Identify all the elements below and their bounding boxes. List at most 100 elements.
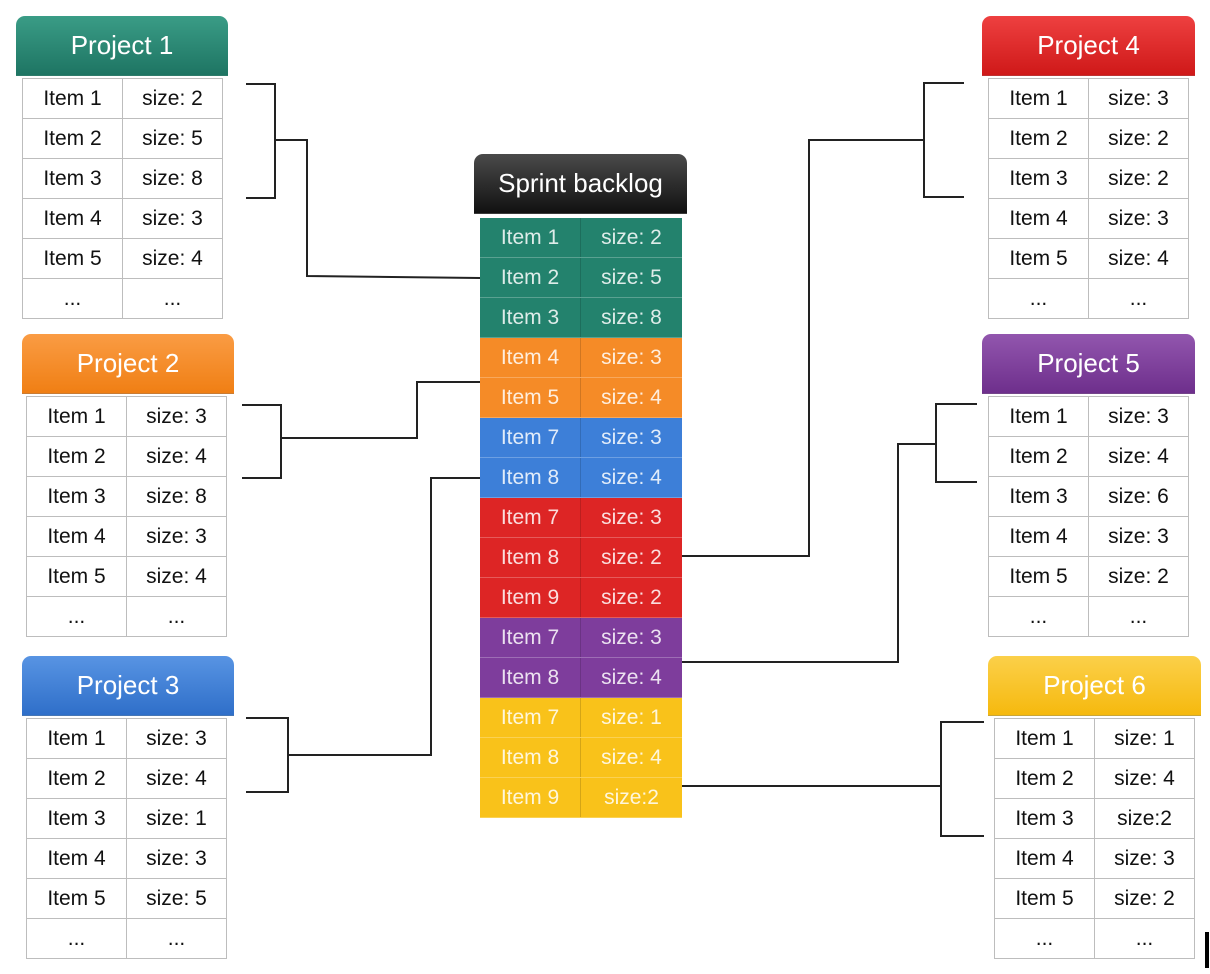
item-name-cell: Item 5 bbox=[994, 878, 1095, 919]
project-2-header: Project 2 bbox=[22, 334, 234, 394]
item-size-cell: size: 3 bbox=[1094, 838, 1195, 879]
item-size-cell: size: 4 bbox=[1088, 436, 1189, 477]
backlog-item-size: size: 5 bbox=[601, 265, 662, 289]
project-6-title: Project 6 bbox=[1043, 670, 1146, 700]
backlog-item-size: size: 4 bbox=[601, 745, 662, 769]
backlog-item-size: size: 8 bbox=[601, 305, 662, 329]
project-6-header: Project 6 bbox=[988, 656, 1201, 716]
item-name-cell: Item 4 bbox=[26, 516, 127, 557]
item-size-cell: size: 3 bbox=[126, 516, 227, 557]
backlog-item-name: Item 8 bbox=[480, 458, 581, 497]
item-name-cell: Item 1 bbox=[994, 718, 1095, 759]
item-name-cell: Item 4 bbox=[988, 198, 1089, 239]
item-size-cell: size: 4 bbox=[126, 758, 227, 799]
backlog-item-size: size: 3 bbox=[601, 625, 662, 649]
item-size-cell: ... bbox=[126, 918, 227, 959]
backlog-item-size: size: 3 bbox=[601, 425, 662, 449]
backlog-row: Item 7 size: 1 bbox=[480, 698, 682, 738]
item-name-cell: Item 3 bbox=[22, 158, 123, 199]
sprint-backlog-title: Sprint backlog bbox=[498, 168, 663, 198]
connector-project-5 bbox=[935, 403, 977, 483]
item-size-cell: size: 3 bbox=[1088, 78, 1189, 119]
item-name-cell: Item 3 bbox=[26, 476, 127, 517]
item-name-cell: ... bbox=[26, 596, 127, 637]
backlog-item-size: size: 1 bbox=[601, 705, 662, 729]
item-name-cell: Item 2 bbox=[994, 758, 1095, 799]
connector-project-3 bbox=[246, 717, 289, 793]
item-size-cell: size: 1 bbox=[126, 798, 227, 839]
item-size-cell: ... bbox=[126, 596, 227, 637]
backlog-item-size: size: 2 bbox=[601, 225, 662, 249]
item-size-cell: size: 3 bbox=[126, 396, 227, 437]
item-name-cell: Item 4 bbox=[988, 516, 1089, 557]
project-5-header: Project 5 bbox=[982, 334, 1195, 394]
connector-project-1 bbox=[246, 83, 276, 199]
sprint-backlog-header: Sprint backlog bbox=[474, 154, 687, 214]
project-1-title: Project 1 bbox=[70, 30, 174, 60]
item-name-cell: Item 5 bbox=[988, 238, 1089, 279]
backlog-item-name: Item 1 bbox=[480, 218, 581, 257]
project-3-header: Project 3 bbox=[22, 656, 234, 716]
item-size-cell: size: 4 bbox=[122, 238, 223, 279]
backlog-item-name: Item 7 bbox=[480, 698, 581, 737]
item-size-cell: size: 3 bbox=[126, 718, 227, 759]
item-size-cell: ... bbox=[1088, 278, 1189, 319]
item-size-cell: size: 1 bbox=[1094, 718, 1195, 759]
item-size-cell: size: 3 bbox=[1088, 516, 1189, 557]
project-5-title: Project 5 bbox=[1037, 348, 1140, 378]
backlog-item-name: Item 9 bbox=[480, 578, 581, 617]
item-size-cell: size: 2 bbox=[1088, 118, 1189, 159]
item-name-cell: Item 4 bbox=[22, 198, 123, 239]
connector-project-2 bbox=[242, 404, 282, 479]
item-name-cell: ... bbox=[26, 918, 127, 959]
item-name-cell: Item 4 bbox=[26, 838, 127, 879]
backlog-item-name: Item 4 bbox=[480, 338, 581, 377]
table-row: ...... bbox=[22, 278, 223, 319]
item-size-cell: size: 3 bbox=[126, 838, 227, 879]
item-size-cell: size: 3 bbox=[122, 198, 223, 239]
backlog-item-name: Item 8 bbox=[480, 658, 581, 697]
cursor-bar bbox=[1205, 932, 1209, 968]
item-size-cell: size: 2 bbox=[1088, 556, 1189, 597]
item-name-cell: Item 3 bbox=[26, 798, 127, 839]
item-name-cell: Item 5 bbox=[26, 556, 127, 597]
item-name-cell: Item 1 bbox=[22, 78, 123, 119]
project-4-title: Project 4 bbox=[1037, 30, 1140, 60]
backlog-item-size: size: 2 bbox=[601, 545, 662, 569]
project-4-header: Project 4 bbox=[982, 16, 1195, 76]
backlog-item-size: size: 2 bbox=[601, 585, 662, 609]
backlog-item-name: Item 8 bbox=[480, 538, 581, 577]
backlog-row: Item 8 size: 2 bbox=[480, 538, 682, 578]
item-size-cell: size: 4 bbox=[1094, 758, 1195, 799]
item-size-cell: size: 6 bbox=[1088, 476, 1189, 517]
item-size-cell: size: 2 bbox=[1088, 158, 1189, 199]
project-3-title: Project 3 bbox=[76, 670, 180, 700]
item-size-cell: size:2 bbox=[1094, 798, 1195, 839]
